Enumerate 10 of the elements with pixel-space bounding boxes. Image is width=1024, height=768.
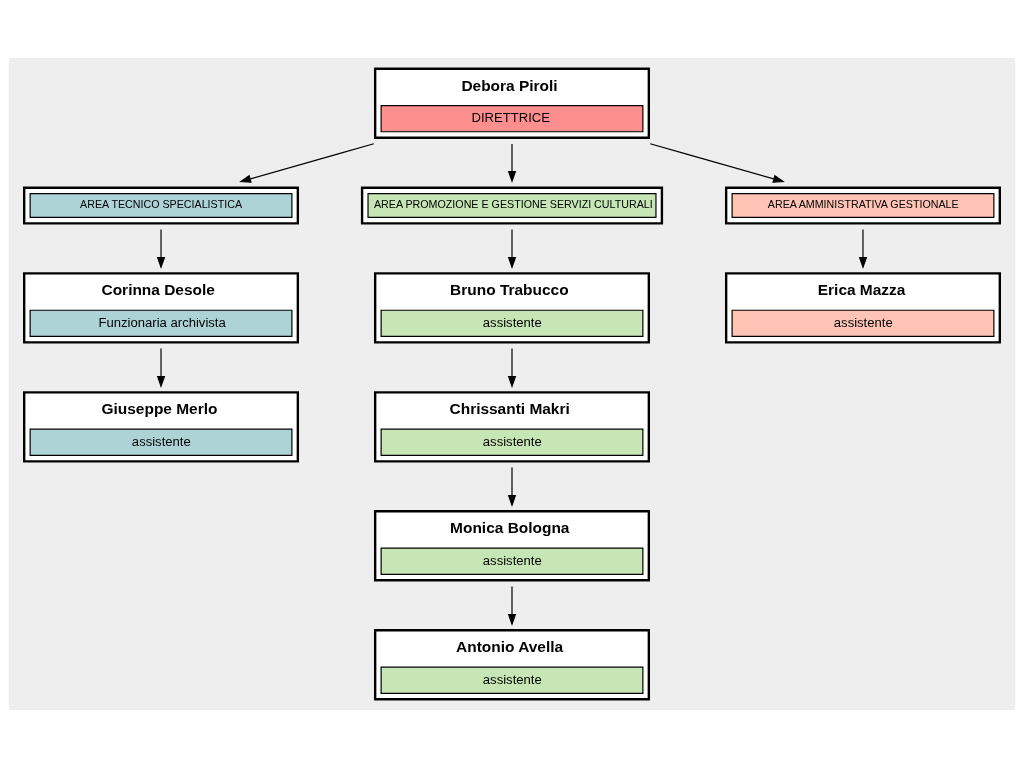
arrow (507, 143, 517, 184)
arrow (156, 228, 166, 269)
arrow (156, 347, 166, 388)
arrow (507, 347, 517, 388)
arrow (239, 143, 375, 183)
arrow (507, 228, 517, 269)
arrow (649, 143, 785, 183)
arrow (507, 466, 517, 507)
arrow (858, 228, 868, 269)
arrow (507, 585, 517, 626)
